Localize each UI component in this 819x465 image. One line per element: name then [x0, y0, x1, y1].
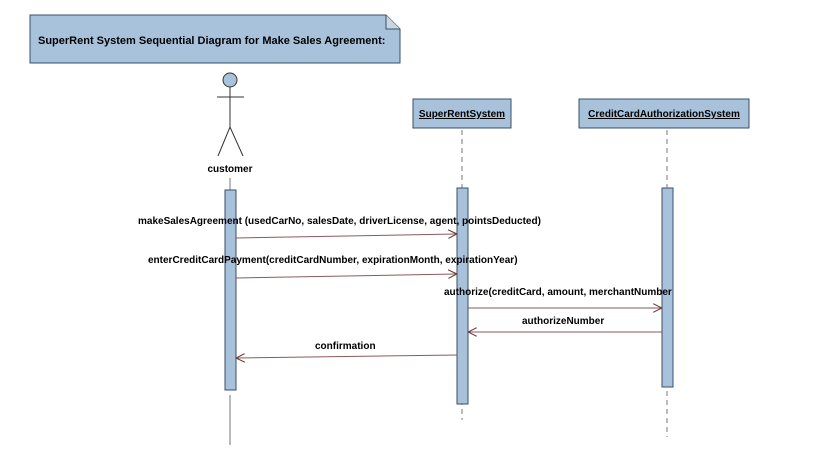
object-label: SuperRentSystem [419, 109, 505, 120]
object-box [412, 98, 512, 129]
message-arrow [235, 234, 456, 238]
superrent-activation-bar [456, 187, 469, 405]
message-label: makeSalesAgreement (usedCarNo, salesDate… [138, 216, 541, 227]
message-enter-credit-card-payment: enterCreditCardPayment(creditCardNumber,… [148, 255, 518, 278]
object-creditcard-authorization-system: CreditCardAuthorizationSystem [578, 98, 750, 129]
actor-right-leg [229, 126, 244, 157]
actor-customer: customer [207, 72, 253, 175]
message-label: confirmation [315, 341, 376, 352]
actor-left-leg [217, 126, 231, 157]
message-confirmation: confirmation [237, 341, 458, 358]
message-authorize-number: authorizeNumber [469, 316, 662, 332]
creditcard-activation-bar [661, 187, 674, 388]
message-label: authorizeNumber [522, 316, 604, 327]
object-box [578, 98, 750, 129]
note-shape [29, 14, 401, 64]
message-label: authorize(creditCard, amount, merchantNu… [444, 287, 672, 298]
actor-label: customer [207, 164, 252, 175]
object-superrent-system: SuperRentSystem [412, 98, 512, 129]
message-label: enterCreditCardPayment(creditCardNumber,… [148, 255, 518, 266]
note-title: SuperRent System Sequential Diagram for … [38, 35, 385, 47]
actor-head [222, 72, 238, 88]
message-arrow [237, 355, 458, 358]
message-arrow [235, 274, 456, 278]
customer-activation-bar [224, 189, 237, 391]
message-authorize: authorize(creditCard, amount, merchantNu… [444, 287, 672, 308]
message-make-sales-agreement: makeSalesAgreement (usedCarNo, salesDate… [138, 216, 541, 238]
title-note: SuperRent System Sequential Diagram for … [29, 14, 401, 64]
object-label: CreditCardAuthorizationSystem [588, 109, 740, 120]
note-fold [385, 15, 400, 30]
